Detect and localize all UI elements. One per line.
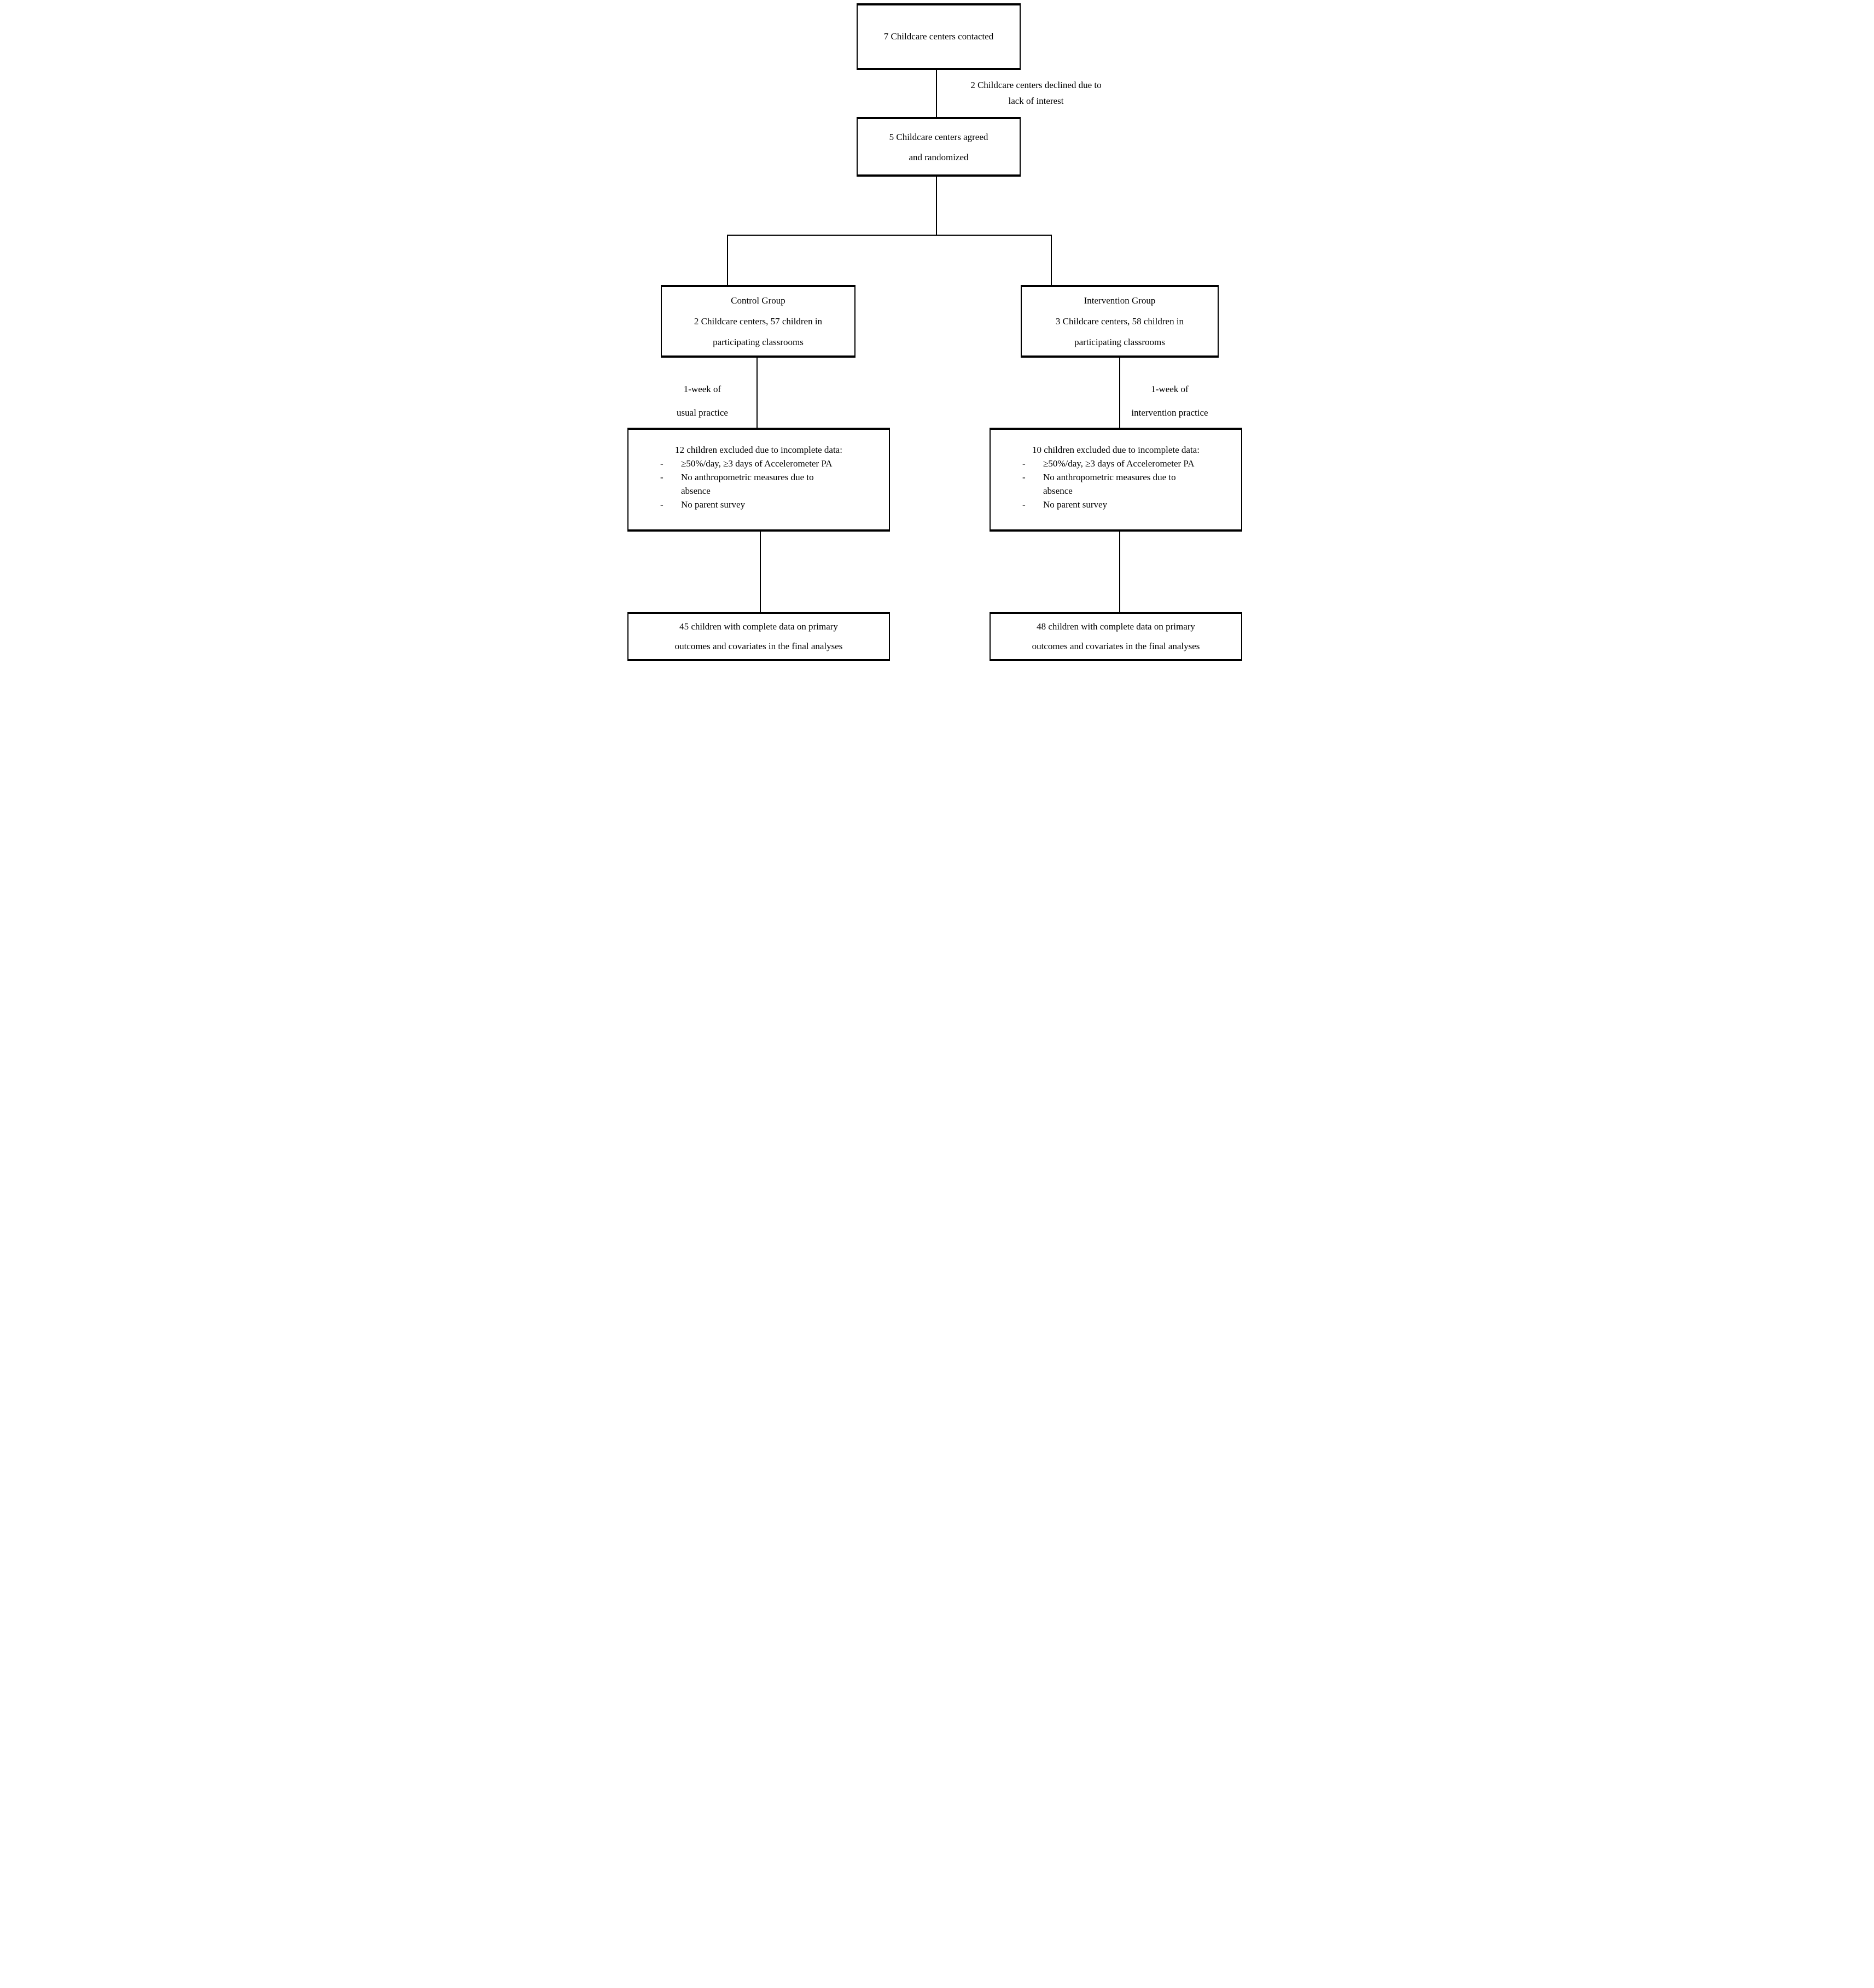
control-final-line1: 45 children with complete data on primar…	[679, 621, 838, 632]
intervention-group-title: Intervention Group	[1084, 295, 1156, 306]
connector-contacted-to-randomized	[936, 70, 937, 117]
declined-note-line2: lack of interest	[1008, 96, 1064, 106]
intervention-final-line1: 48 children with complete data on primar…	[1037, 621, 1195, 632]
connector-randomized-to-split	[936, 177, 937, 236]
connector-control-exclusion-to-final	[760, 532, 761, 612]
intervention-exclusion-bullet-3: - No parent survey	[999, 498, 1232, 511]
randomized-box-line1: 5 Childcare centers agreed	[889, 131, 988, 142]
intervention-exclusion-heading: 10 children excluded due to incomplete d…	[1032, 445, 1200, 455]
declined-note-line1: 2 Childcare centers declined due to	[970, 80, 1102, 90]
intervention-group-line3: participating classrooms	[1074, 336, 1165, 347]
consort-flow-diagram: 7 Childcare centers contacted 2 Childcar…	[625, 0, 1249, 663]
declined-note: 2 Childcare centers declined due to lack…	[943, 77, 1129, 109]
control-exclusion-heading: 12 children excluded due to incomplete d…	[675, 445, 842, 455]
control-exclusion-bullet3-text: No parent survey	[681, 499, 746, 510]
intervention-final-box: 48 children with complete data on primar…	[990, 612, 1242, 661]
bullet-dash: -	[660, 499, 664, 510]
randomized-box: 5 Childcare centers agreed and randomize…	[857, 117, 1021, 177]
intervention-exclusion-box: 10 children excluded due to incomplete d…	[990, 428, 1242, 532]
connector-intervention-exclusion-to-final	[1119, 532, 1120, 612]
intervention-group-line2: 3 Childcare centers, 58 children in	[1055, 316, 1184, 327]
control-exclusion-bullet-1: - ≥50%/day, ≥3 days of Accelerometer PA	[637, 457, 880, 470]
control-period-line2: usual practice	[677, 407, 728, 418]
intervention-exclusion-bullet-2: - No anthropometric measures due to	[999, 470, 1232, 484]
control-group-box: Control Group 2 Childcare centers, 57 ch…	[661, 285, 855, 358]
bullet-dash: -	[660, 472, 664, 482]
connector-intervention-to-exclusion	[1119, 358, 1120, 428]
intervention-period-line2: intervention practice	[1131, 407, 1208, 418]
control-exclusion-bullet-2: - No anthropometric measures due to	[637, 470, 880, 484]
intervention-final-line2: outcomes and covariates in the final ana…	[1032, 641, 1200, 651]
intervention-exclusion-bullet1-text: ≥50%/day, ≥3 days of Accelerometer PA	[1043, 458, 1195, 469]
contacted-box: 7 Childcare centers contacted	[857, 3, 1021, 70]
control-final-line2: outcomes and covariates in the final ana…	[674, 641, 843, 651]
intervention-exclusion-bullet2-text: No anthropometric measures due to	[1043, 472, 1176, 482]
bullet-dash: -	[1022, 472, 1026, 482]
intervention-exclusion-bullet3-text: No parent survey	[1043, 499, 1108, 510]
control-group-line2: 2 Childcare centers, 57 children in	[694, 316, 823, 327]
intervention-period-label: 1-week of intervention practice	[1108, 377, 1231, 424]
bullet-dash: -	[660, 458, 664, 469]
intervention-exclusion-bullet-2-continued: absence	[999, 484, 1232, 498]
control-exclusion-bullet-3: - No parent survey	[637, 498, 880, 511]
control-exclusion-bullet2-text: No anthropometric measures due to	[681, 472, 814, 482]
connector-split-to-control	[727, 235, 728, 285]
intervention-group-box: Intervention Group 3 Childcare centers, …	[1021, 285, 1219, 358]
bullet-dash-empty	[660, 484, 681, 498]
connector-split-to-intervention	[1051, 235, 1052, 285]
control-exclusion-bullet1-text: ≥50%/day, ≥3 days of Accelerometer PA	[681, 458, 833, 469]
control-final-box: 45 children with complete data on primar…	[627, 612, 890, 661]
randomized-box-line2: and randomized	[909, 151, 969, 162]
control-period-line1: 1-week of	[683, 384, 721, 394]
split-bar	[727, 235, 1052, 236]
control-exclusion-bullet2-text2: absence	[681, 486, 711, 496]
intervention-exclusion-bullet-1: - ≥50%/day, ≥3 days of Accelerometer PA	[999, 457, 1232, 470]
connector-control-to-exclusion	[756, 358, 758, 428]
contacted-box-text: 7 Childcare centers contacted	[883, 31, 994, 42]
intervention-period-line1: 1-week of	[1151, 384, 1189, 394]
bullet-dash-empty	[1022, 484, 1043, 498]
control-exclusion-bullet-2-continued: absence	[637, 484, 880, 498]
bullet-dash: -	[1022, 458, 1026, 469]
control-exclusion-box: 12 children excluded due to incomplete d…	[627, 428, 890, 532]
intervention-exclusion-bullet2-text2: absence	[1043, 486, 1073, 496]
control-period-label: 1-week of usual practice	[648, 377, 757, 424]
bullet-dash: -	[1022, 499, 1026, 510]
control-group-title: Control Group	[731, 295, 785, 306]
control-group-line3: participating classrooms	[713, 336, 804, 347]
